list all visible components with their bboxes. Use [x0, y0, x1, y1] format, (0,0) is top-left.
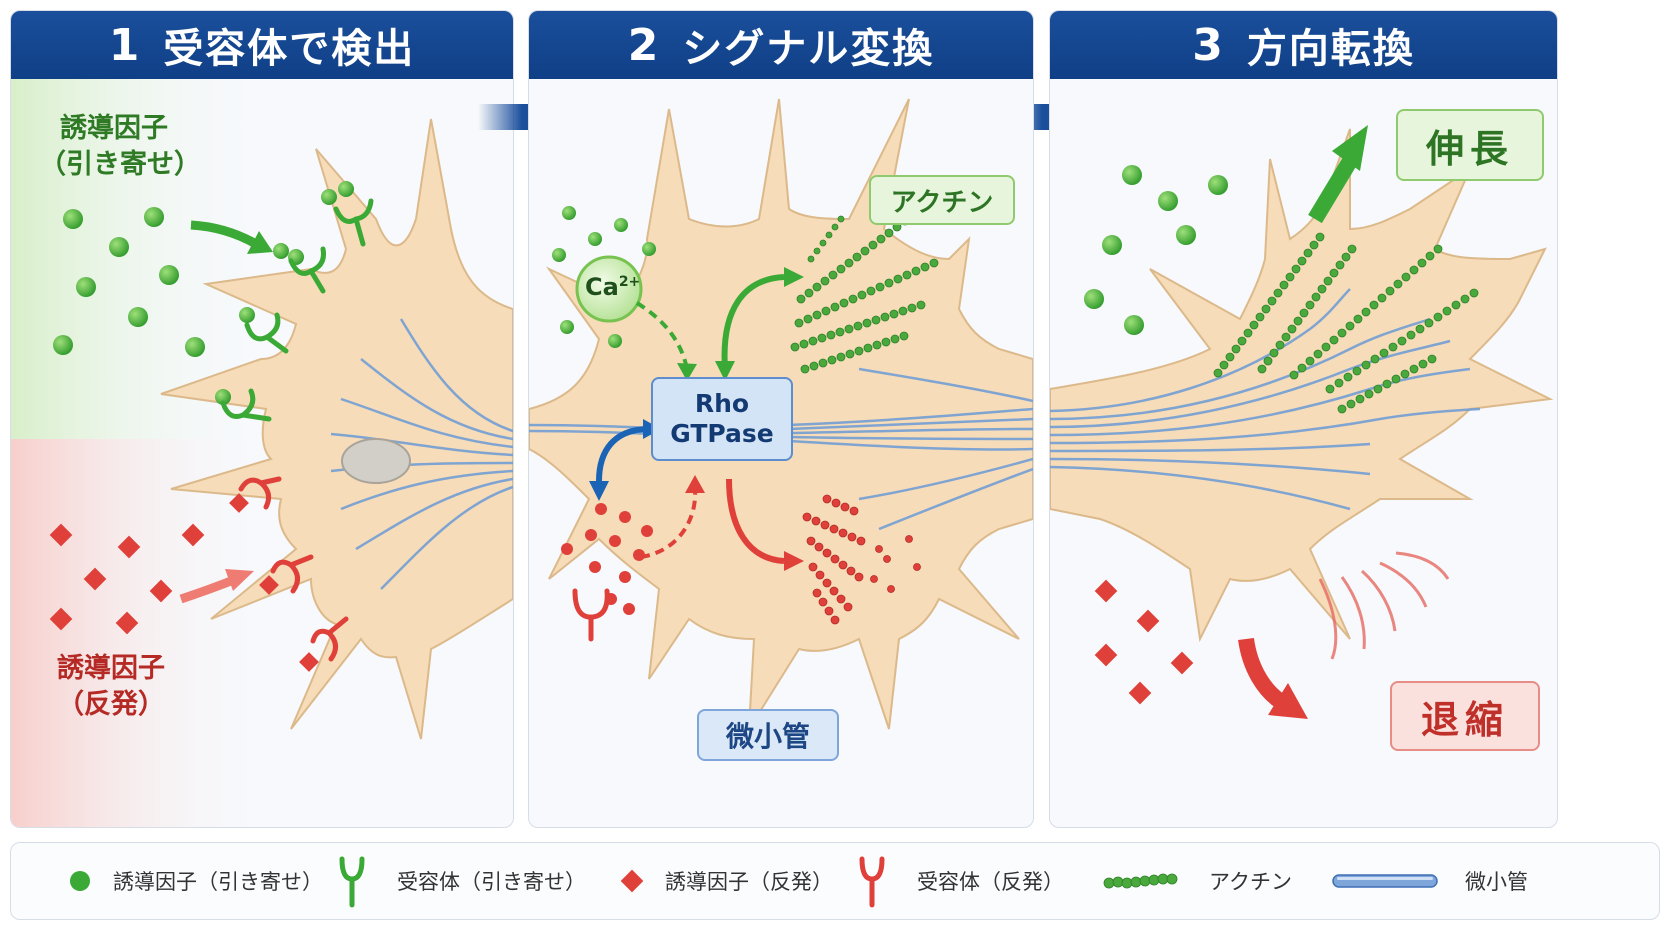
nucleus	[341, 438, 411, 484]
legend-item-actin: アクチン	[1103, 843, 1292, 919]
panel-signal-transduction: 2 シグナル変換	[528, 10, 1034, 828]
attractant-molecules	[53, 181, 354, 405]
panel-header: 1 受容体で検出	[11, 11, 513, 79]
actin-chain-icon	[1103, 873, 1178, 889]
calcium-ion	[575, 255, 643, 323]
repel-receptors	[238, 476, 349, 662]
detection-illustration	[11, 79, 513, 827]
panel-title: 受容体で検出	[163, 26, 416, 72]
rho-gtpase-box: Rho GTPase	[651, 377, 793, 461]
attract-arrow	[190, 220, 273, 254]
attractant-label: 誘導因子 （引き寄せ）	[39, 113, 201, 180]
actin-tag: アクチン	[869, 175, 1015, 225]
green-circle-icon	[70, 871, 90, 891]
legend-item-microtubule: 微小管	[1331, 843, 1528, 919]
repel-arrow	[179, 569, 254, 604]
panel-title: シグナル変換	[682, 26, 935, 72]
panel-number: 1	[108, 19, 142, 71]
legend-item-attract-receptor: 受容体（引き寄せ）	[337, 843, 586, 919]
panel-detection: 1 受容体で検出	[10, 10, 514, 828]
microtubule-bundle	[1050, 288, 1481, 511]
rho-to-actin-arrow	[721, 274, 785, 370]
microtubule-tag: 微小管	[697, 709, 839, 761]
calcium-label: Ca2+	[585, 273, 641, 301]
rho-to-microtubule-arrow	[596, 426, 650, 482]
retraction-tag: 退縮	[1390, 681, 1540, 751]
panel-header: 2 シグナル変換	[529, 11, 1033, 79]
red-receptor-icon	[859, 856, 885, 908]
legend: 誘導因子（引き寄せ） 受容体（引き寄せ） 誘導因子（反発） 受容体（反発） アク…	[10, 842, 1660, 920]
rho-to-actin-collapse-arrow	[726, 478, 785, 564]
calcium-to-rho-arrow	[635, 301, 689, 370]
microtubule-icon	[1332, 874, 1438, 888]
panel-number: 3	[1192, 19, 1225, 71]
repel-receptor	[572, 588, 610, 642]
panel-header: 3 方向転換	[1050, 11, 1557, 79]
repellent-label: 誘導因子 （反発）	[57, 653, 165, 720]
growth-cone	[1050, 128, 1554, 643]
microtubule-bundle	[330, 318, 513, 590]
microtubule-bundle	[529, 367, 1033, 531]
red-diamond-icon	[620, 869, 644, 893]
repel-zone	[11, 439, 271, 827]
legend-item-attractant: 誘導因子（引き寄せ）	[67, 843, 323, 919]
actin-filaments	[1213, 232, 1479, 414]
legend-item-repellent: 誘導因子（反発）	[619, 843, 833, 919]
extension-arrow	[1308, 125, 1368, 224]
repellent-molecules	[1094, 579, 1194, 705]
collapsing-filopodia	[1318, 551, 1450, 660]
attractant-molecules	[552, 206, 656, 348]
attract-receptors	[220, 198, 374, 422]
legend-item-repel-receptor: 受容体（反発）	[857, 843, 1064, 919]
panel-turning: 3 方向転換	[1049, 10, 1558, 828]
panel-title: 方向転換	[1246, 26, 1415, 72]
attractant-molecules	[1084, 165, 1228, 335]
growth-cone	[160, 118, 513, 740]
repel-to-rho-arrow	[640, 488, 698, 559]
extension-tag: 伸長	[1396, 109, 1544, 181]
retraction-arrow	[1238, 637, 1308, 719]
panel-number: 2	[627, 19, 661, 71]
green-receptor-icon	[339, 856, 365, 908]
turning-illustration	[1050, 125, 1554, 719]
